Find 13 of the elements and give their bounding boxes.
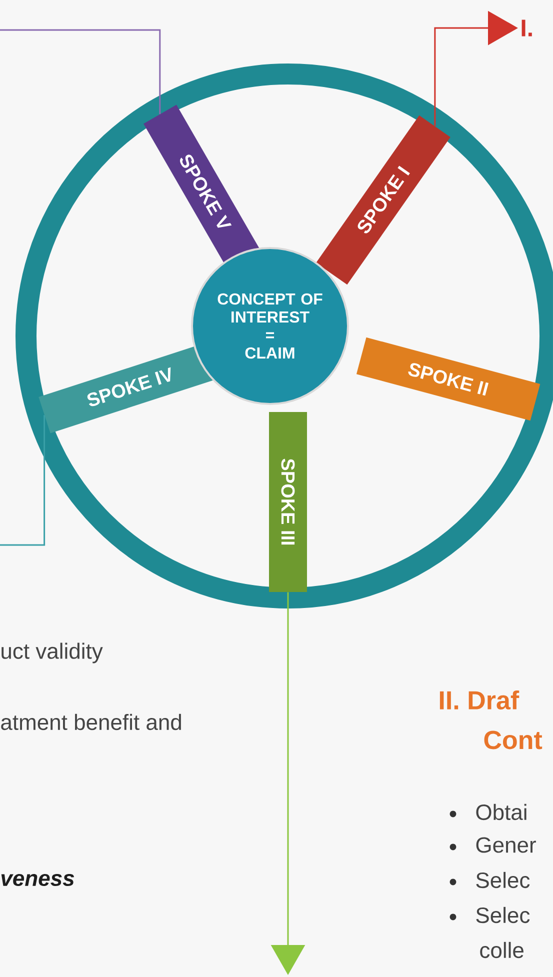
spoke: SPOKE III xyxy=(269,412,307,592)
section-number: I. xyxy=(522,20,532,36)
bullet-text: Selec xyxy=(476,906,530,924)
bullet-text: colle xyxy=(480,942,524,958)
spoke: SPOKE II xyxy=(356,337,540,421)
section-heading: Cont xyxy=(484,730,542,750)
body-text: uct validity xyxy=(2,642,103,664)
body-text: veness xyxy=(1,874,74,886)
bullet-text: Gener xyxy=(476,837,536,853)
section-heading: II. Draf xyxy=(440,690,520,710)
body-text: atment benefit and xyxy=(1,714,181,730)
bullet-text: Obtai xyxy=(476,804,526,820)
bullet-text: Selec xyxy=(476,872,530,888)
